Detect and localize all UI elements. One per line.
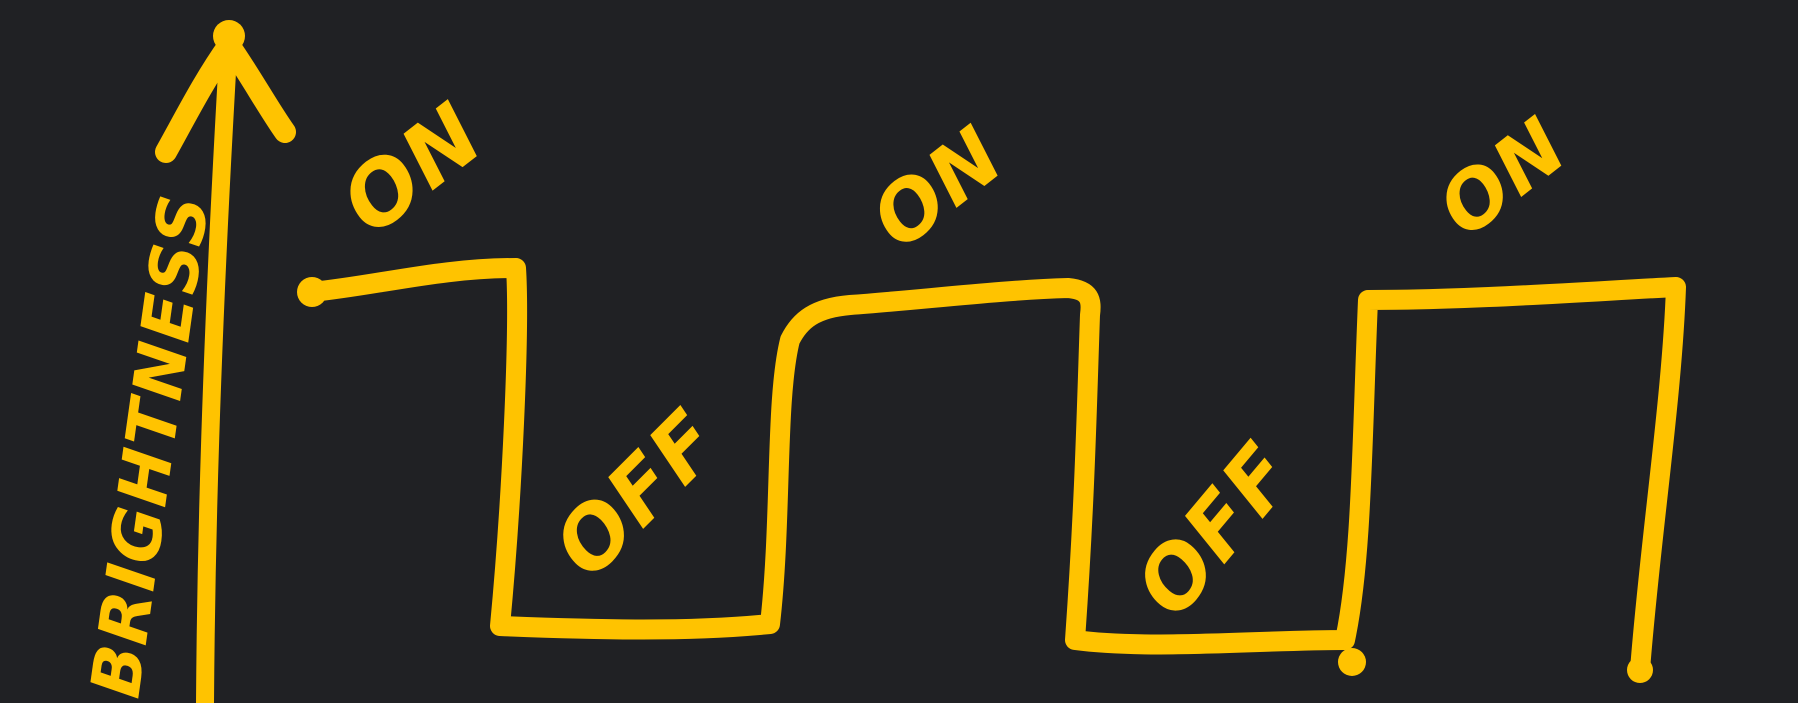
signal-end-dot bbox=[1627, 657, 1653, 683]
signal-ink-blob bbox=[1338, 648, 1366, 676]
axis-line bbox=[196, 29, 238, 703]
state-label-off-2: OFF bbox=[1116, 425, 1315, 635]
brightness-axis bbox=[155, 20, 296, 703]
state-label-off-1: OFF bbox=[535, 391, 740, 596]
signal-start-dot bbox=[297, 277, 327, 307]
state-label-on-3: ON bbox=[1422, 101, 1584, 255]
square-wave-signal bbox=[302, 258, 1686, 680]
state-label-on-2: ON bbox=[854, 108, 1021, 267]
axis-arrow-tip bbox=[213, 20, 245, 52]
state-label-on-1: ON bbox=[323, 84, 502, 255]
